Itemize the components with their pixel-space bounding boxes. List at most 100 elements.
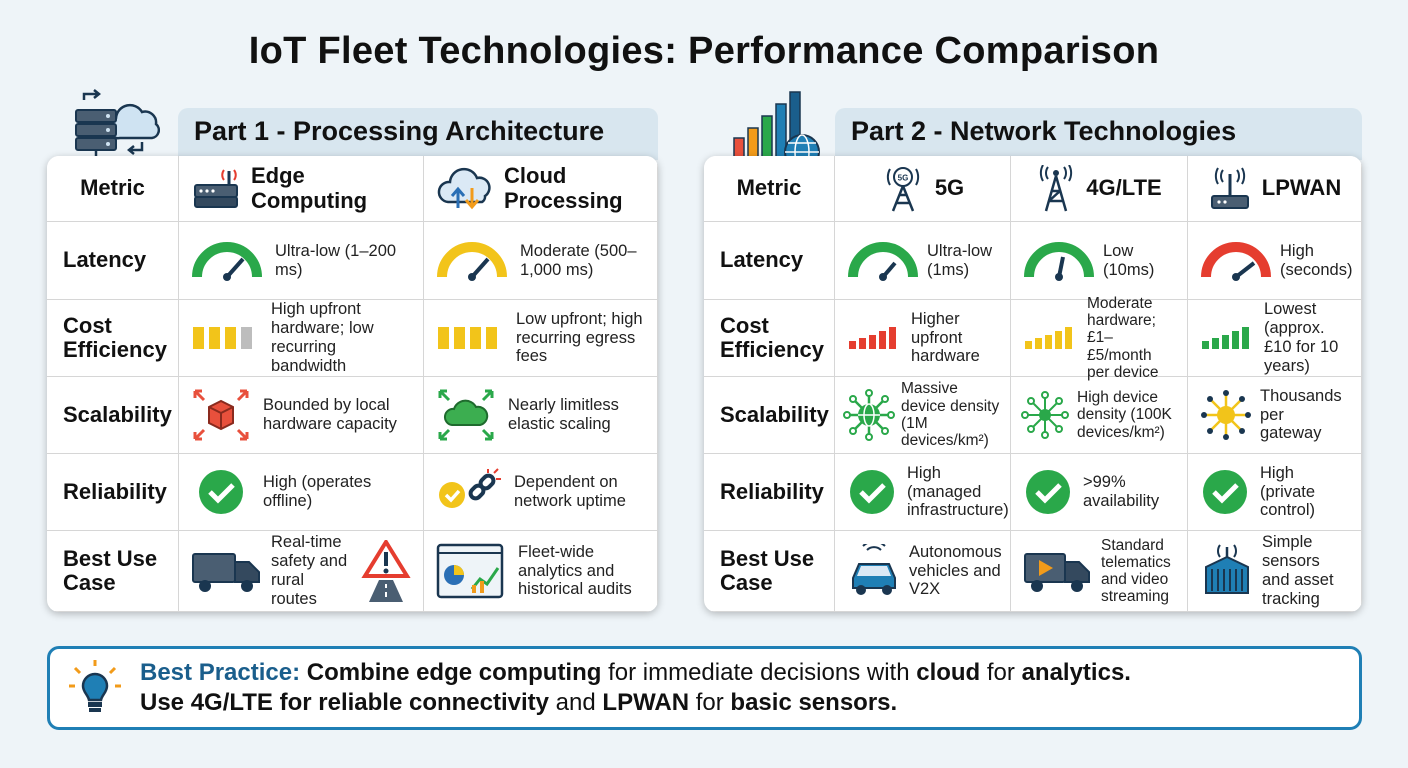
cloud-latency-text: Moderate (500–1,000 ms): [520, 241, 637, 279]
cloud-cost-cell: Low upfront; high recurring egress fees: [424, 300, 658, 377]
metric-header: Metric: [704, 156, 835, 222]
4g-latency-cell: Low (10ms): [1011, 222, 1188, 300]
lpwan-bestuse-text: Simple sensors and asset tracking: [1262, 533, 1334, 608]
col-5g: 5G 5G: [835, 156, 1011, 222]
gauge-icon: [192, 241, 262, 281]
lpwan-reliability-text: High (private control): [1260, 463, 1316, 520]
4g-cost-cell: Moderate hardware; £1–£5/month per devic…: [1011, 295, 1188, 381]
5g-scalability-text: Massive device density (1M devices/km²): [901, 380, 1000, 450]
cloud-reliability-text: Dependent on network uptime: [514, 473, 626, 510]
globe-network-icon: [843, 389, 895, 441]
network-nodes-icon: [1021, 391, 1069, 439]
bp-s9: for: [689, 689, 731, 716]
check-circle-icon: [850, 470, 894, 514]
edge-bestuse-cell: Real-time safety and rural routes: [179, 531, 424, 612]
bp-s10: basic sensors.: [730, 689, 898, 716]
5g-reliability-text: High (managed infrastructure): [907, 463, 1009, 520]
col-cloud-processing: Cloud Processing: [424, 156, 658, 222]
check-circle-icon: [199, 470, 243, 514]
bp-s8: LPWAN: [602, 689, 690, 716]
edge-reliability-text: High (operates offline): [263, 473, 372, 510]
metric-header: Metric: [47, 156, 179, 222]
cloud-bestuse-cell: Fleet-wide analytics and historical audi…: [424, 531, 658, 612]
check-circle-icon: [1026, 470, 1070, 514]
col-lpwan-label: LPWAN: [1261, 175, 1342, 201]
col-edge-computing: Edge Computing: [179, 156, 424, 222]
bp-s4: for: [980, 658, 1022, 686]
page-title: IoT Fleet Technologies: Performance Comp…: [248, 30, 1160, 72]
col-4g-lte: 4G/LTE: [1011, 156, 1188, 222]
lpwan-reliability-cell: High (private control): [1188, 454, 1362, 531]
row-label-reliability: Reliability: [47, 454, 179, 531]
gauge-icon: [1024, 241, 1094, 281]
edge-scalability-cell: Bounded by local hardware capacity: [179, 377, 424, 454]
cost-bars-icon: [193, 327, 252, 349]
part2-table: Metric 5G 5G 4G/LTE LPWAN Latency: [704, 156, 1362, 612]
row-label-best-use: Best Use Case: [704, 531, 835, 612]
lpwan-bestuse-cell: Simple sensors and asset tracking: [1188, 531, 1362, 612]
cell-tower-icon: [1040, 164, 1073, 211]
box-arrows-icon: [193, 389, 249, 441]
lpwan-latency-cell: High (seconds): [1188, 222, 1362, 300]
edge-cost-text: High upfront hardware; low recurring ban…: [271, 300, 374, 375]
best-practice-text: Best Practice: Combine edge computing fo…: [140, 658, 1131, 719]
truck-icon: [192, 553, 260, 592]
row-label-best-use: Best Use Case: [47, 531, 179, 612]
cost-bars-icon: [1025, 327, 1072, 349]
check-circle-icon: [1203, 470, 1247, 514]
edge-latency-cell: Ultra-low (1–200 ms): [179, 222, 424, 300]
lpwan-latency-text: High (seconds): [1280, 241, 1353, 279]
cloud-bestuse-text: Fleet-wide analytics and historical audi…: [518, 542, 632, 599]
gauge-icon: [848, 241, 918, 281]
router-icon: [194, 168, 238, 208]
col-lpwan: LPWAN: [1188, 156, 1362, 222]
5g-bestuse-cell: Autonomous vehicles and V2X: [835, 531, 1011, 612]
cloud-cost-text: Low upfront; high recurring egress fees: [516, 309, 643, 366]
4g-cost-text: Moderate hardware; £1–£5/month per devic…: [1087, 294, 1159, 382]
part1-table: Metric Edge Computing Cloud Processing L…: [47, 156, 658, 612]
edge-bestuse-text: Real-time safety and rural routes: [271, 533, 348, 608]
5g-latency-cell: Ultra-low (1ms): [835, 222, 1011, 300]
col-cloud-label: Cloud Processing: [504, 163, 623, 213]
analytics-dashboard-icon: [436, 543, 504, 599]
5g-reliability-cell: High (managed infrastructure): [835, 454, 1011, 531]
part2-heading: Part 2 - Network Technologies: [835, 108, 1362, 160]
bp-s7: and: [549, 689, 603, 716]
edge-reliability-cell: High (operates offline): [179, 454, 424, 531]
bp-label: Best Practice:: [140, 658, 301, 686]
gauge-icon: [437, 241, 507, 281]
edge-latency-text: Ultra-low (1–200 ms): [275, 241, 397, 279]
server-cloud-sync-icon: [75, 89, 160, 164]
bp-s3: cloud: [916, 658, 981, 686]
check-link-icon: [439, 468, 501, 508]
lpwan-scalability-cell: Thousands per gateway: [1188, 377, 1362, 454]
5g-cost-text: Higher upfront hardware: [911, 309, 980, 366]
row-label-scalability: Scalability: [704, 377, 835, 454]
cost-bars-icon: [849, 327, 896, 349]
svg-text:5G: 5G: [897, 173, 908, 182]
bp-s5: analytics.: [1021, 658, 1131, 686]
lpwan-scalability-text: Thousands per gateway: [1260, 386, 1342, 443]
4g-scalability-cell: High device density (100K devices/km²): [1011, 377, 1188, 454]
lpwan-cost-text: Lowest (approx. £10 for 10 years): [1264, 300, 1339, 375]
col-4g-label: 4G/LTE: [1086, 175, 1162, 201]
gateway-icon: [1210, 167, 1249, 209]
bp-s6: Use 4G/LTE for reliable connectivity: [140, 689, 550, 716]
5g-scalability-cell: Massive device density (1M devices/km²): [835, 377, 1011, 454]
video-truck-icon: [1024, 553, 1090, 592]
cloud-latency-cell: Moderate (500–1,000 ms): [424, 222, 658, 300]
4g-bestuse-text: Standard telematics and video streaming: [1101, 536, 1171, 606]
row-label-reliability: Reliability: [704, 454, 835, 531]
best-practice-banner: Best Practice: Combine edge computing fo…: [47, 646, 1362, 730]
part1-heading: Part 1 - Processing Architecture: [178, 108, 658, 160]
bp-s1: Combine edge computing: [306, 658, 602, 686]
row-label-scalability: Scalability: [47, 377, 179, 454]
4g-latency-text: Low (10ms): [1103, 241, 1155, 279]
cost-bars-icon: [1202, 327, 1249, 349]
edge-scalability-text: Bounded by local hardware capacity: [263, 396, 397, 433]
cloud-scalability-cell: Nearly limitless elastic scaling: [424, 377, 658, 454]
car-icon: [852, 544, 896, 595]
col-5g-label: 5G: [934, 175, 965, 201]
row-label-cost: Cost Efficiency: [704, 300, 835, 377]
5g-bestuse-text: Autonomous vehicles and V2X: [909, 542, 1002, 599]
